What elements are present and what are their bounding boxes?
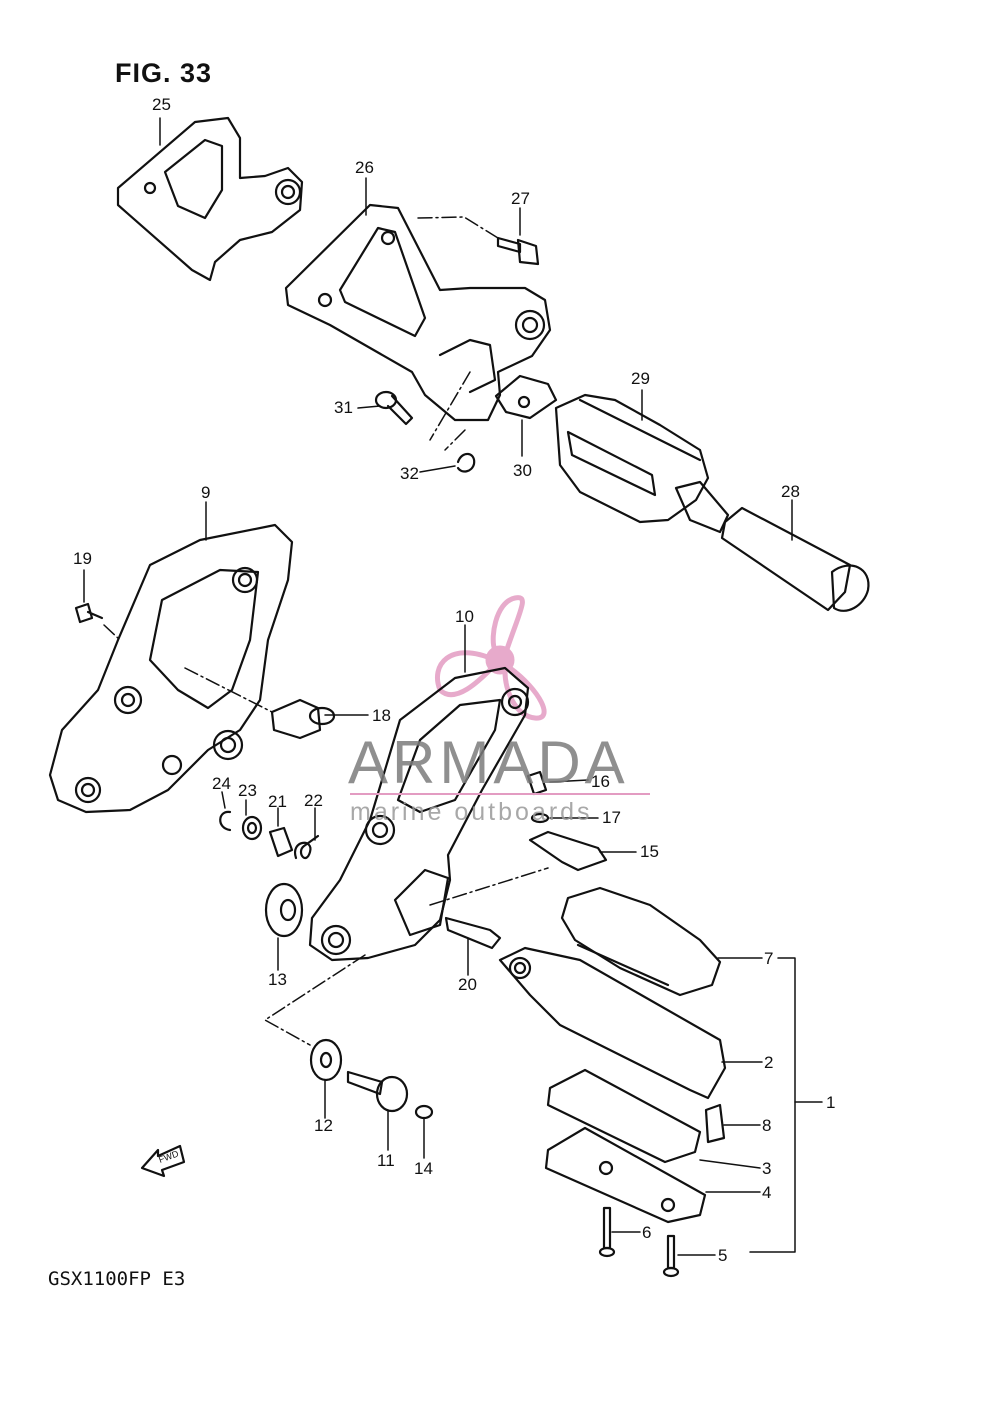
callout-26: 26 bbox=[355, 158, 374, 177]
callout-10: 10 bbox=[455, 607, 474, 626]
callout-17: 17 bbox=[602, 808, 621, 827]
part-21-collar bbox=[268, 826, 294, 858]
figure-title: FIG. 33 bbox=[115, 58, 213, 88]
callout-5: 5 bbox=[718, 1246, 727, 1265]
callout-8: 8 bbox=[762, 1116, 771, 1135]
callout-27: 27 bbox=[511, 189, 530, 208]
model-label: GSX1100FP E3 bbox=[48, 1268, 186, 1290]
callout-20: 20 bbox=[458, 975, 477, 994]
callout-4: 4 bbox=[762, 1183, 771, 1202]
callout-25: 25 bbox=[152, 95, 171, 114]
callout-31: 31 bbox=[334, 398, 353, 417]
watermark-divider bbox=[350, 793, 650, 795]
part-10-footrest-holder bbox=[308, 666, 530, 962]
callout-14: 14 bbox=[414, 1159, 433, 1178]
part-8-rubber-stop bbox=[704, 1103, 726, 1144]
part-11-bolt bbox=[346, 1070, 409, 1113]
callout-9: 9 bbox=[201, 483, 210, 502]
part-22-spring bbox=[293, 834, 320, 860]
callout-12: 12 bbox=[314, 1116, 333, 1135]
part-16-bolt bbox=[526, 770, 548, 796]
part-29-footrest-rubber bbox=[554, 393, 710, 524]
callout-19: 19 bbox=[73, 549, 92, 568]
part-6-screw bbox=[598, 1206, 616, 1258]
callout-11: 11 bbox=[377, 1151, 395, 1170]
callout-numbers: 25 26 27 29 31 32 30 28 9 19 10 18 16 24… bbox=[73, 95, 835, 1265]
part-4-plate bbox=[544, 1126, 707, 1224]
watermark-subtitle: marine outboards bbox=[350, 798, 593, 826]
part-26-footrest-bracket bbox=[284, 203, 552, 422]
fwd-arrow-icon: FWD bbox=[140, 1144, 186, 1178]
part-24-circlip bbox=[219, 810, 232, 832]
leader-lines bbox=[83, 117, 823, 1256]
part-32-clip bbox=[456, 452, 476, 473]
part-14-cap bbox=[414, 1104, 434, 1120]
part-28-footrest-pin bbox=[674, 480, 870, 612]
part-18-bracket bbox=[270, 698, 336, 740]
part-2-footrest bbox=[498, 946, 727, 1100]
callout-23: 23 bbox=[238, 781, 257, 800]
callout-18: 18 bbox=[372, 706, 391, 725]
part-7-footrest-rubber bbox=[560, 886, 722, 997]
part-15-stopper bbox=[528, 830, 608, 872]
part-23-washer bbox=[241, 815, 263, 841]
callout-15: 15 bbox=[640, 842, 659, 861]
part-3-plate bbox=[546, 1068, 702, 1164]
callout-32: 32 bbox=[400, 464, 419, 483]
callout-24: 24 bbox=[212, 774, 231, 793]
part-9-frame-plate bbox=[48, 523, 294, 814]
callout-7: 7 bbox=[764, 949, 773, 968]
part-17-washer bbox=[530, 812, 550, 824]
part-13-washer bbox=[264, 882, 304, 938]
callout-6: 6 bbox=[642, 1223, 651, 1242]
callout-22: 22 bbox=[304, 791, 323, 810]
callout-16: 16 bbox=[591, 772, 610, 791]
callout-13: 13 bbox=[268, 970, 287, 989]
part-25-bracket bbox=[116, 116, 304, 282]
watermark-name: ARMADA bbox=[348, 729, 629, 796]
part-27-bolt bbox=[496, 236, 540, 266]
part-12-washer bbox=[309, 1038, 343, 1082]
callout-3: 3 bbox=[762, 1159, 771, 1178]
callout-30: 30 bbox=[513, 461, 532, 480]
callout-28: 28 bbox=[781, 482, 800, 501]
part-5-screw bbox=[662, 1234, 680, 1278]
callout-1: 1 bbox=[826, 1093, 835, 1112]
part-31-pin bbox=[374, 390, 414, 426]
part-20-bolt bbox=[444, 916, 502, 950]
part-30-plate bbox=[494, 374, 558, 420]
callout-29: 29 bbox=[631, 369, 650, 388]
callout-21: 21 bbox=[268, 792, 287, 811]
callout-2: 2 bbox=[764, 1053, 773, 1072]
part-19-bolt bbox=[74, 602, 104, 624]
